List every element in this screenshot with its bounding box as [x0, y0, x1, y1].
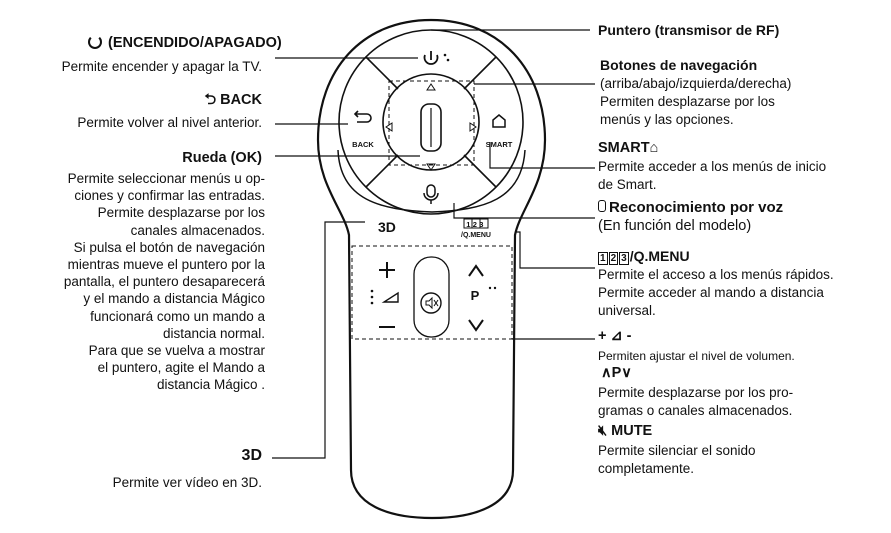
mute-title-text: MUTE — [611, 423, 653, 439]
program-up-icon[interactable] — [468, 264, 484, 277]
power-desc: Permite encender y apagar la TV. — [61, 59, 262, 74]
wheel-desc-line: el puntero, agite el Mando a — [97, 360, 265, 376]
pointer-dot — [446, 58, 450, 62]
program-dot — [488, 286, 492, 290]
qmenu-box: 1 — [598, 252, 608, 265]
back-title-text: BACK — [220, 92, 262, 108]
smart-button-label: SMART — [486, 140, 513, 149]
volume-up-icon[interactable] — [379, 262, 395, 278]
pointer-title: Puntero (transmisor de RF) — [598, 22, 780, 38]
wheel-desc-line: Permite seleccionar menús u op- — [67, 171, 265, 186]
mute-pill — [413, 256, 450, 338]
volume-title: + ⊿ - — [598, 328, 632, 344]
nav-desc-line: Permiten desplazarse por los — [600, 94, 775, 109]
back-arrow-icon: ⮌ — [204, 92, 217, 108]
mute-desc-line: Permite silenciar el sonido — [598, 443, 756, 458]
callout-3d — [272, 221, 365, 459]
back-button-icon[interactable] — [353, 110, 372, 123]
volume-triangle-icon — [381, 291, 399, 303]
nav-down-arrow[interactable] — [426, 163, 436, 171]
body-inner-arc — [337, 149, 526, 213]
power-icon — [88, 35, 102, 49]
microphone-icon[interactable] — [423, 184, 439, 204]
smart-desc-line: de Smart. — [598, 177, 657, 192]
qmenu-button-label: /Q.MENU — [461, 232, 491, 239]
qmenu-title-text: /Q.MENU — [629, 248, 690, 264]
nav-desc-line: menús y las opciones. — [600, 112, 734, 127]
program-desc-line: Permite desplazarse por los pro- — [598, 385, 794, 400]
nav-title: Botones de navegación — [600, 57, 758, 73]
qmenu-box-digits: 123 — [466, 220, 485, 229]
power-title: (ENCENDIDO/APAGADO) — [88, 35, 282, 52]
smart-title: SMART⌂ — [598, 140, 658, 157]
mute-glyph: 🔇︎ — [598, 423, 608, 439]
wheel-desc-line: distancia Mágico . — [156, 377, 265, 393]
voice-title: Reconocimiento por voz — [598, 199, 783, 216]
program-down-icon[interactable] — [468, 319, 484, 332]
qmenu-desc-line: universal. — [598, 303, 656, 318]
wheel-title: Rueda (OK) — [182, 150, 262, 166]
back-button-label: BACK — [352, 140, 374, 149]
wheel-desc-block: Permite seleccionar menús u op- ciones y… — [10, 170, 265, 394]
voice-desc: (En función del modelo) — [598, 218, 752, 234]
volume-program-dashed-frame — [351, 245, 513, 340]
three-d-title: 3D — [241, 447, 262, 464]
wheel-desc-line: y el mando a distancia Mágico — [83, 291, 265, 307]
wheel-desc-line: mientras mueve el puntero por la — [67, 257, 265, 273]
wheel-desc-line: Para que se vuelva a mostrar — [88, 343, 265, 359]
mute-button-ring[interactable] — [420, 292, 442, 314]
smart-home-icon[interactable] — [492, 114, 506, 128]
nav-ring-divider-ne — [463, 56, 497, 90]
nav-ring-divider-sw — [365, 154, 399, 188]
qmenu-box: 3 — [619, 252, 629, 265]
pointer-dot — [443, 53, 447, 57]
mute-title: 🔇︎MUTE — [598, 423, 652, 440]
nav-ring-divider-nw — [365, 56, 399, 90]
power-title-text: (ENCENDIDO/APAGADO) — [108, 35, 282, 51]
wheel-desc-line: ciones y confirmar las entradas. — [74, 188, 265, 204]
power-button-icon[interactable] — [423, 51, 439, 65]
nav-desc-line: (arriba/abajo/izquierda/derecha) — [600, 76, 792, 91]
program-desc-line: gramas o canales almacenados. — [598, 403, 793, 418]
mute-desc-line: completamente. — [598, 461, 695, 476]
nav-up-arrow[interactable] — [426, 83, 436, 91]
remote-body-outline — [316, 18, 547, 520]
qmenu-boxes-icon[interactable] — [463, 218, 489, 229]
wheel-desc-line: Si pulsa el botón de navegación — [73, 239, 265, 255]
nav-ring-divider-se — [463, 154, 497, 188]
nav-left-arrow[interactable] — [385, 122, 393, 132]
wheel-desc-line: distancia normal. — [162, 325, 265, 341]
wheel-desc-line: canales almacenados. — [130, 222, 265, 238]
volume-dots — [370, 289, 374, 305]
wheel-desc-line: Permite desplazarse por los — [97, 205, 265, 221]
program-p-label: P — [471, 288, 480, 303]
volume-desc: Permiten ajustar el nivel de volumen. — [598, 349, 795, 363]
smart-title-text: SMART — [598, 140, 650, 156]
back-desc: Permite volver al nivel anterior. — [77, 115, 262, 130]
qmenu-desc-line: Permite el acceso a los menús rápidos. — [598, 267, 834, 282]
program-title: ∧P∨ — [601, 365, 632, 381]
mute-speaker-icon — [425, 296, 439, 310]
smart-home-glyph: ⌂ — [649, 140, 659, 156]
back-title: ⮌ BACK — [140, 92, 262, 109]
nav-right-arrow[interactable] — [469, 122, 477, 132]
callout-qmenu — [515, 231, 595, 269]
three-d-desc: Permite ver vídeo en 3D. — [112, 475, 262, 490]
voice-title-text: Reconocimiento por voz — [609, 199, 784, 216]
wheel-desc-line: pantalla, el puntero desaparecerá — [63, 274, 265, 290]
nav-buttons-dashed-frame — [388, 80, 475, 166]
qmenu-box: 2 — [608, 252, 619, 265]
wheel-desc-line: funcionará como un mando a — [90, 308, 265, 324]
program-dot — [493, 286, 497, 290]
callout-voice — [453, 203, 595, 219]
smart-desc-line: Permite acceder a los menús de inicio — [598, 159, 827, 174]
three-d-button[interactable]: 3D — [378, 219, 396, 235]
voice-mic-glyph — [598, 200, 606, 212]
qmenu-desc-line: Permite acceder al mando a distancia — [598, 285, 824, 300]
callout-smart — [489, 142, 595, 169]
